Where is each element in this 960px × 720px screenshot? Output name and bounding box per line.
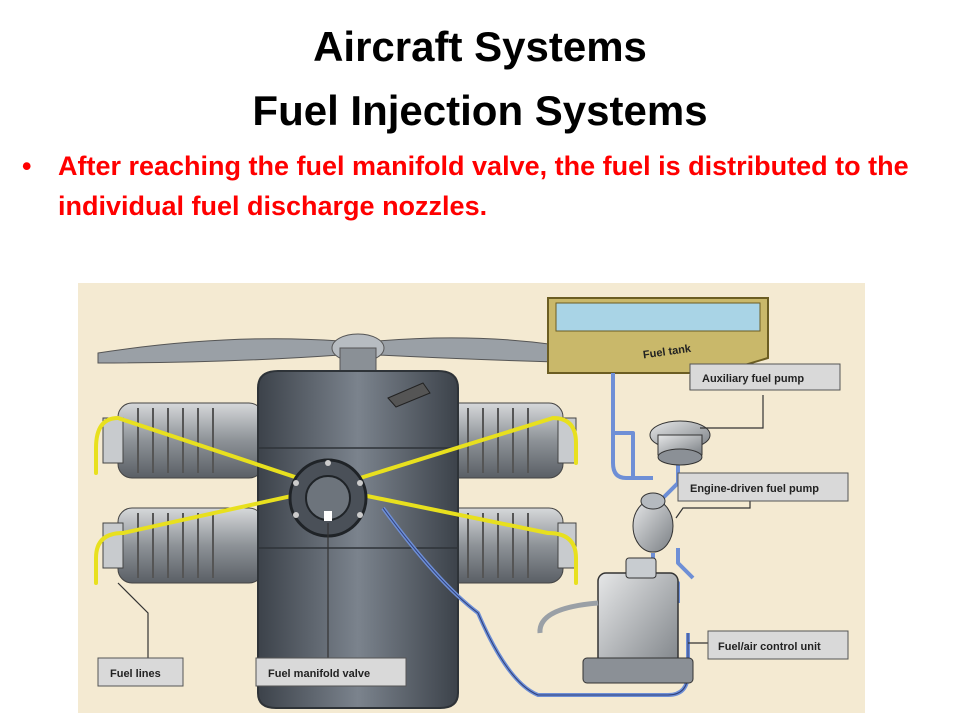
- auxiliary-pump-text: Auxiliary fuel pump: [702, 373, 804, 385]
- bullet-text: After reaching the fuel manifold valve, …: [58, 151, 909, 221]
- fuel-lines-text: Fuel lines: [110, 668, 161, 680]
- bullet-item: • After reaching the fuel manifold valve…: [22, 146, 932, 226]
- fuel-air-control-unit: [537, 557, 694, 684]
- label-engine-driven-fuel-pump: Engine-driven fuel pump: [677, 472, 849, 502]
- label-fuel-lines: Fuel lines: [97, 657, 184, 687]
- label-fuel-air-control-unit: Fuel/air control unit: [707, 630, 849, 660]
- manifold-valve-text: Fuel manifold valve: [268, 668, 370, 680]
- fuel-injection-diagram: Fuel tank Auxil: [78, 283, 865, 713]
- blue-fuel-line-outline: [382, 507, 689, 696]
- label-auxiliary-fuel-pump: Auxiliary fuel pump: [689, 363, 841, 391]
- label-fuel-manifold-valve: Fuel manifold valve: [255, 657, 407, 687]
- fuel-manifold-valve: [288, 458, 368, 538]
- cylinders-right: [432, 402, 577, 584]
- control-unit-text: Fuel/air control unit: [718, 641, 821, 653]
- engine-crankcase: [257, 370, 459, 709]
- auxiliary-fuel-pump: [649, 420, 711, 466]
- engine-pump-text: Engine-driven fuel pump: [690, 483, 819, 495]
- title-line-1: Aircraft Systems: [313, 23, 647, 70]
- engine-driven-fuel-pump: [632, 492, 674, 553]
- title-line-2: Fuel Injection Systems: [252, 87, 708, 134]
- bullet-marker: •: [22, 151, 32, 181]
- leader-lines: [117, 375, 764, 658]
- fuel-tank: Fuel tank: [547, 297, 769, 374]
